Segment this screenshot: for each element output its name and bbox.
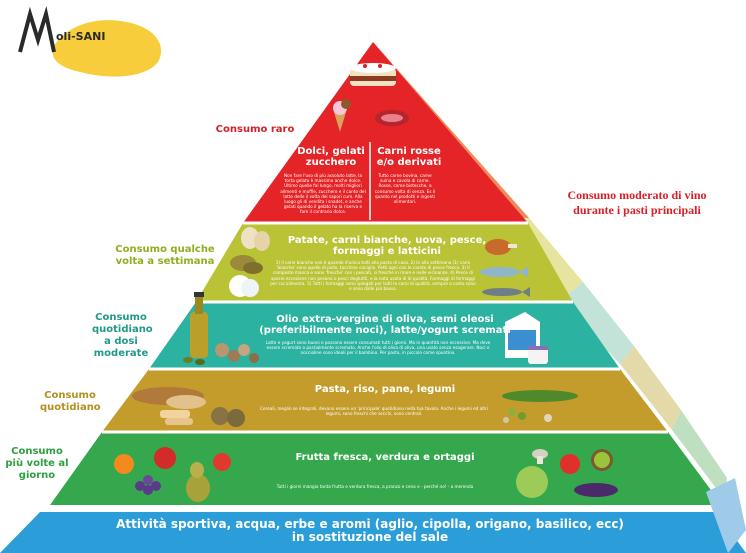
- ice-cream-icon: [333, 99, 351, 132]
- tier-rare-right-title: Carni rosse e/o derivati: [376, 146, 442, 168]
- tier-many-daily-title: Frutta fresca, verdura e ortaggi: [295, 452, 475, 463]
- base-text-line2: in sostituzione del sale: [291, 530, 449, 544]
- orange-icon: [114, 454, 134, 474]
- pyramid-side-green: [672, 410, 727, 500]
- tier-daily-moderate-title: Olio extra-vergine di oliva, semi oleosi…: [259, 314, 511, 336]
- side-label-daily: Consumo quotidiano: [40, 390, 101, 413]
- eggplant-icon: [574, 483, 618, 497]
- tomato-right-icon: [560, 454, 580, 474]
- eggs-icon: [241, 227, 270, 251]
- logo-text-sani: SANI: [75, 30, 106, 43]
- logo-m-letter: [18, 6, 56, 53]
- side-label-weekly: Consumo qualche volta a settimana: [115, 244, 215, 267]
- logo-text: oli-SANI: [56, 30, 105, 43]
- tier-daily-moderate-note: Latte e yogurt sono buoni e possono esse…: [265, 340, 491, 356]
- tier-rare-right-note: Tutto carne bovina, carne suina e cavolo…: [374, 173, 436, 205]
- apple-icon: [154, 447, 176, 469]
- chicken-leg-icon: [485, 239, 517, 255]
- side-label-rare: Consumo raro: [215, 124, 295, 135]
- pear-icon: [186, 462, 210, 502]
- fish-icon: [480, 266, 530, 297]
- tier-daily-moderate: [149, 302, 620, 369]
- olives-icon: [183, 357, 205, 365]
- pyramid-side-teal: [560, 282, 634, 364]
- mushroom-icon: [532, 449, 548, 464]
- tomato-left-icon: [213, 453, 231, 471]
- base-text: Attività sportiva, acqua, erbe e aromi (…: [70, 518, 670, 544]
- lettuce-icon: [516, 466, 548, 498]
- tier-daily-note: Cereali, meglio se integrali, devono ess…: [260, 406, 488, 417]
- logo-map-shape: [52, 20, 162, 77]
- wine-note: Consumo moderato di vino durante i pasti…: [567, 188, 707, 217]
- base-band-side: [706, 478, 746, 553]
- crackers-icon: [211, 407, 245, 427]
- pasta-icon: [160, 410, 193, 425]
- bread-icon: [132, 387, 206, 409]
- tier-many-daily-note: Tutti i giorni mangia tanta frutta e ver…: [276, 484, 474, 489]
- legumes-icon: [502, 390, 578, 423]
- tier-rare-left-title: Dolci, gelati zucchero: [297, 146, 365, 168]
- tier-daily-title: Pasta, riso, pane, legumi: [314, 384, 456, 395]
- nuts-icon: [215, 343, 259, 363]
- grapes-icon: [135, 475, 161, 495]
- tier-many-daily: [50, 432, 722, 505]
- olive-oil-bottle-icon: [190, 292, 208, 358]
- steak-icon: [375, 110, 409, 126]
- yogurt-cup-icon: [528, 346, 548, 364]
- potatoes-icon: [230, 255, 263, 274]
- tier-weekly-title: Patate, carni bianche, uova, pesce, form…: [287, 235, 487, 257]
- base-text-line1: Attività sportiva, acqua, erbe e aromi (…: [116, 517, 624, 531]
- base-band: [0, 512, 746, 553]
- pyramid-side-ochre: [620, 346, 681, 430]
- cake-icon: [350, 63, 396, 86]
- tier-rare-left-note: Non fare l'uso di più assoluto latte, la…: [280, 173, 366, 215]
- logo-text-main: oli-: [56, 30, 76, 43]
- tier-weekly: [196, 223, 573, 302]
- cheese-icon: [229, 275, 259, 297]
- kiwi-icon: [591, 449, 613, 471]
- tier-rare: [243, 42, 528, 223]
- side-label-many-daily: Consumo più volte al giorno: [5, 446, 69, 481]
- tier-weekly-note: 1) Il carni bianche non è quando d'unico…: [270, 260, 476, 292]
- side-label-daily-moderate: Consumo quotidiano a dosi moderate: [92, 312, 153, 359]
